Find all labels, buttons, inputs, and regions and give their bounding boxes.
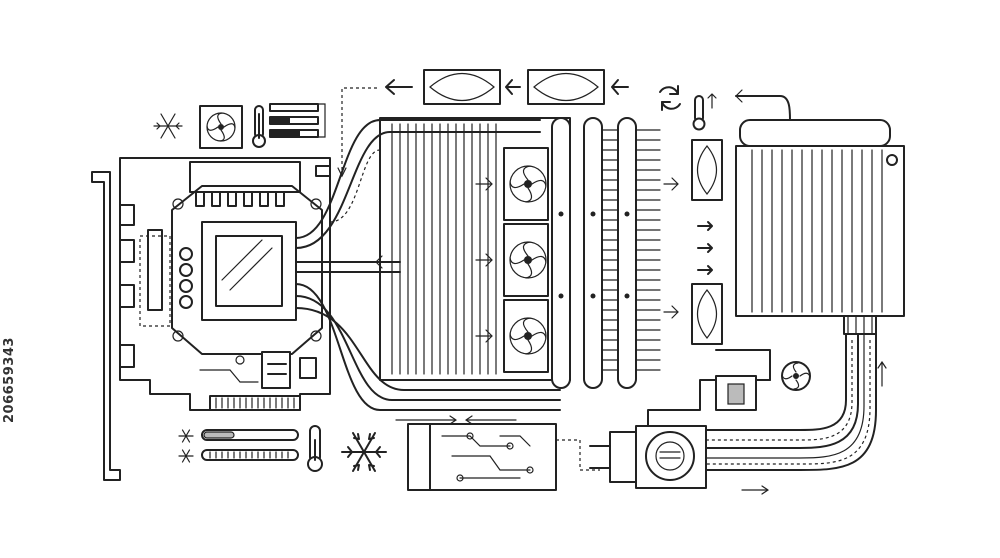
- top-exhaust-fans: [423, 69, 605, 105]
- memory-module: [189, 161, 301, 193]
- temperature-up-icon: [692, 89, 791, 131]
- control-board: [407, 423, 600, 491]
- thermometer-icon-bottom: [307, 425, 323, 472]
- refresh-icon: [659, 85, 681, 111]
- thermometer-icon-top: [252, 105, 266, 148]
- big-snowflake-icon: [341, 432, 387, 472]
- coolant-level-bar: [201, 429, 299, 441]
- stock-id-label: 206659343: [2, 337, 17, 423]
- reservoir: [715, 349, 771, 411]
- top-snowflake-icon: [153, 113, 183, 139]
- bracket-connector-top: [317, 103, 326, 138]
- fan-box-icon: [199, 105, 243, 149]
- coolant-level-bar-2: [201, 449, 299, 461]
- small-snowflake-icon-1: [178, 429, 194, 443]
- airflow-arrows-internal: [375, 177, 679, 343]
- vertical-heat-pipes: [551, 117, 637, 389]
- io-bracket: [91, 171, 121, 481]
- hose-arrow-right: [741, 485, 770, 495]
- top-flow-arrows: [385, 79, 629, 95]
- radiator: [735, 119, 905, 335]
- pcie-connector: [209, 395, 301, 411]
- bottom-flow-arrows: [395, 415, 517, 425]
- gpu-chip: [201, 221, 297, 321]
- hose-arrow-up: [877, 360, 887, 387]
- radiator-flow-arrows: [697, 221, 713, 275]
- pump-block: [589, 379, 771, 489]
- gpu-fans: [503, 147, 549, 373]
- cooling-fan-icon: [781, 361, 811, 391]
- coolant-hoses: [699, 333, 877, 471]
- heat-pipes: [295, 119, 561, 411]
- small-snowflake-icon-2: [178, 449, 194, 463]
- level-bars-top: [269, 103, 319, 138]
- mid-exhaust-fans: [691, 139, 723, 345]
